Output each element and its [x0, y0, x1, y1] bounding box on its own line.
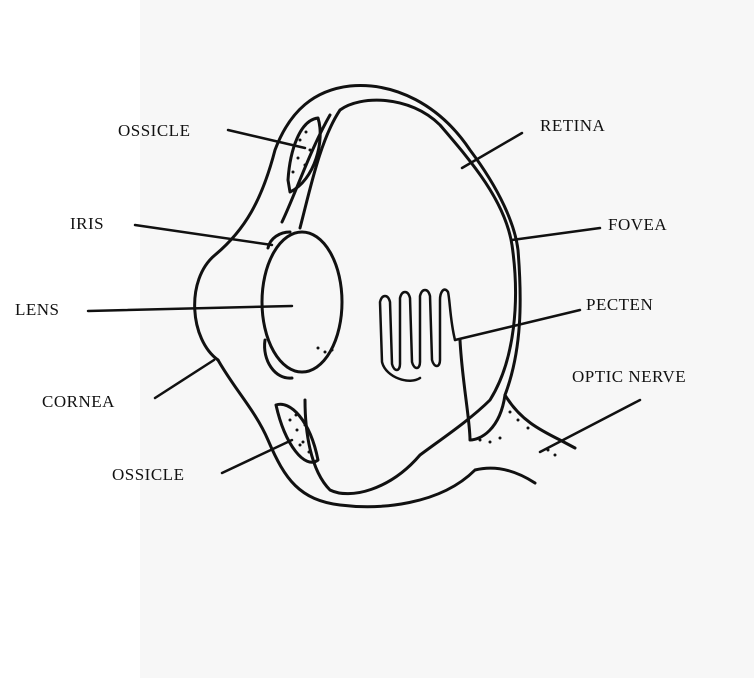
ossicle-bottom: [274, 402, 320, 464]
pecten-stalk: [458, 338, 507, 442]
leader-fovea: [510, 226, 602, 242]
leader-lines: [86, 128, 642, 475]
label-pecten: PECTEN: [586, 295, 654, 314]
label-ossicle-bottom: OSSICLE: [112, 465, 185, 484]
leader-ossicle-bottom: [220, 438, 294, 475]
lens: [260, 230, 344, 374]
ossicle-top: [286, 116, 322, 194]
paper-background: [140, 0, 754, 678]
leader-ossicle-top: [226, 128, 307, 150]
label-optic-nerve: OPTIC NERVE: [572, 367, 687, 386]
leader-lens: [86, 304, 294, 313]
stipple-dots: [288, 130, 557, 457]
retina-layer: [298, 98, 517, 496]
label-retina: RETINA: [540, 116, 606, 135]
pecten-folds: [378, 288, 457, 382]
iris-lower: [263, 338, 294, 380]
leader-pecten: [453, 308, 582, 342]
leader-retina: [460, 131, 524, 170]
label-iris: IRIS: [70, 214, 105, 233]
label-ossicle-top: OSSICLE: [118, 121, 191, 140]
leader-optic-nerve: [538, 398, 642, 454]
leader-iris: [133, 223, 274, 247]
label-cornea: CORNEA: [42, 392, 115, 411]
eye-outer-wall: [193, 84, 577, 450]
leader-cornea: [153, 358, 216, 400]
choroid-line: [280, 113, 332, 224]
label-lens: LENS: [15, 300, 60, 319]
label-fovea: FOVEA: [608, 215, 668, 234]
eye-outer-wall-lower: [216, 358, 537, 509]
